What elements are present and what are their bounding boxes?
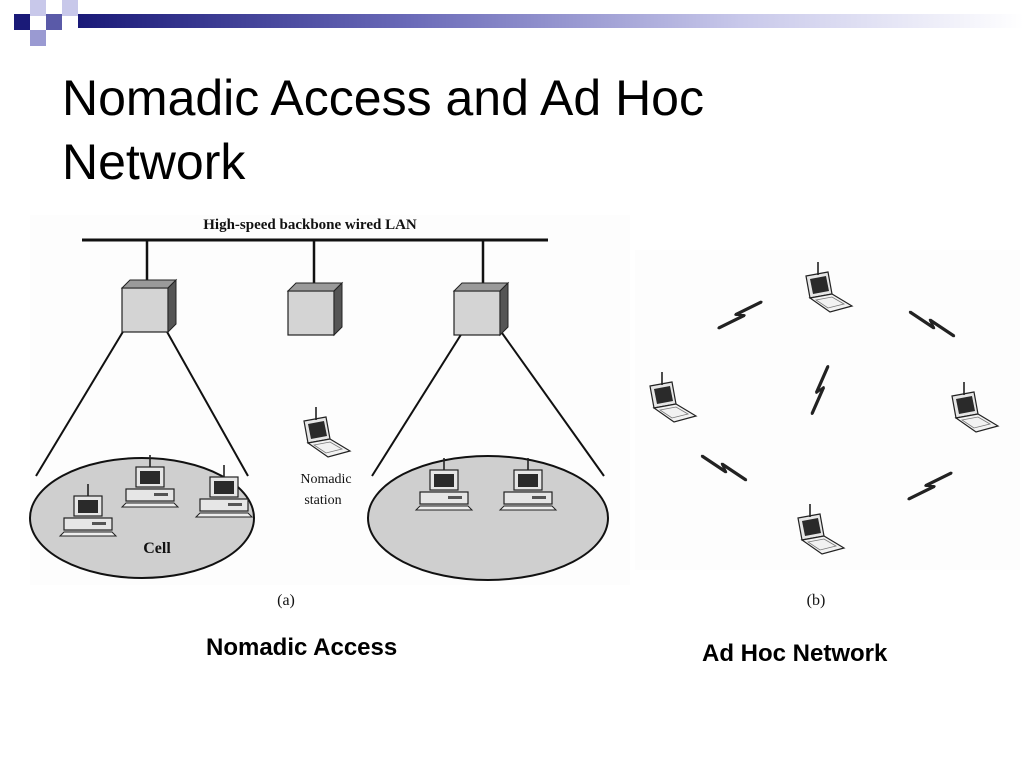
decor-square (62, 0, 78, 16)
caption-ad-hoc-network: Ad Hoc Network (702, 640, 888, 667)
backbone-label: High-speed backbone wired LAN (203, 217, 417, 233)
nomadic-label-line-1: Nomadic (300, 472, 351, 487)
nomadic-label-line-2: station (304, 493, 341, 508)
coverage-beam (501, 332, 605, 477)
subfigure-label-a: (a) (277, 592, 295, 609)
access-point-icon (287, 282, 343, 336)
caption-nomadic-access: Nomadic Access (206, 634, 398, 661)
coverage-beam (371, 332, 463, 477)
subfigure-label-b: (b) (807, 592, 826, 609)
slide-title-line-2: Network (62, 134, 246, 190)
access-point-icon (121, 279, 177, 333)
decor-square (30, 30, 46, 46)
cell-label: Cell (143, 540, 171, 557)
decor-square (30, 0, 46, 16)
decor-square (46, 14, 62, 30)
decor-square (14, 14, 30, 30)
slide-title-line-1: Nomadic Access and Ad Hoc (62, 70, 704, 126)
header-gradient-bar (78, 14, 1024, 28)
access-point-icon (453, 282, 509, 336)
template-decoration (0, 0, 80, 60)
slide-title: Nomadic Access and Ad Hoc Network (62, 66, 962, 194)
coverage-beam (35, 329, 125, 477)
coverage-beam (165, 329, 249, 477)
cell-area (367, 455, 609, 581)
cell-area (29, 457, 255, 579)
